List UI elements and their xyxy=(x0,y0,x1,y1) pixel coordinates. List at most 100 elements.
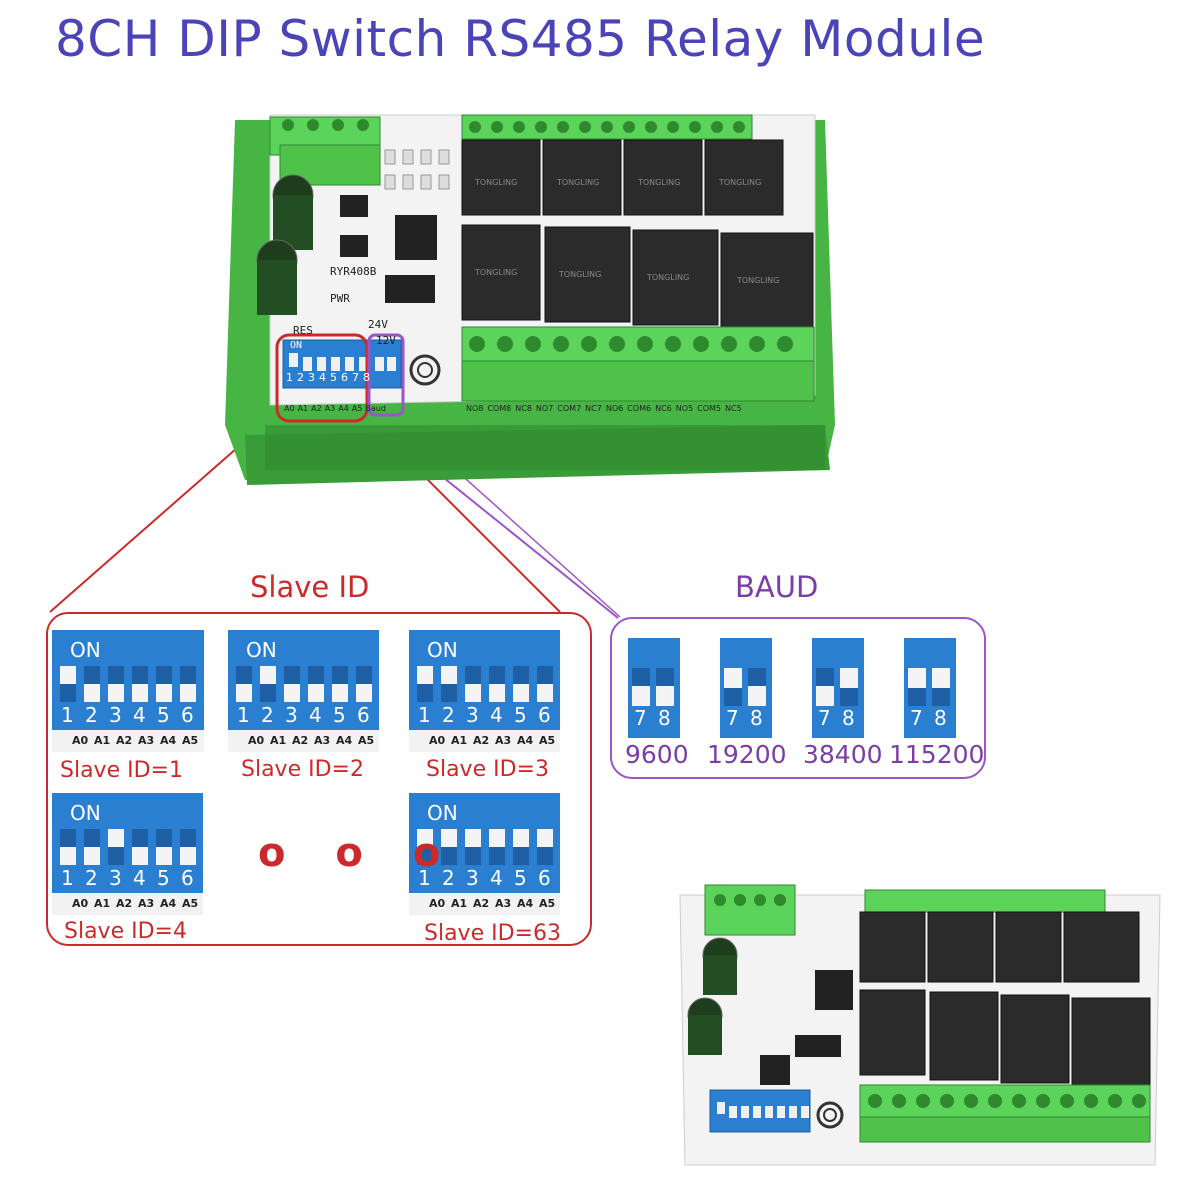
dip-number: 2 xyxy=(442,703,455,727)
dip-number: 6 xyxy=(357,703,370,727)
dip-addr-label: A0 xyxy=(72,897,89,910)
svg-text:TONGLING: TONGLING xyxy=(637,178,680,187)
svg-text:TONGLING: TONGLING xyxy=(474,178,517,187)
dip-toggle xyxy=(84,684,100,702)
dip-number: 3 xyxy=(109,866,122,890)
dip-addr-label: A2 xyxy=(473,897,490,910)
board-dip-num: 5 xyxy=(330,371,337,384)
baud-highlight xyxy=(367,333,405,417)
dip-number: 8 xyxy=(934,706,947,730)
dip-toggle xyxy=(908,668,926,688)
dip-addr-label: A4 xyxy=(517,897,534,910)
terminal-label: NC5 xyxy=(725,404,742,413)
terminal-label: NO6 xyxy=(605,404,624,413)
relay-board-top: TONGLING TONGLING TONGLING TONGLING TONGLIN… xyxy=(225,114,835,485)
dip-toggle xyxy=(441,829,457,847)
dip-addr-label: A2 xyxy=(292,734,309,747)
dip-toggle xyxy=(156,847,172,865)
dip-on-label: ON xyxy=(427,638,458,662)
dip-addr-label: A5 xyxy=(539,897,556,910)
dip-toggle xyxy=(156,684,172,702)
terminal-label: NO5 xyxy=(675,404,694,413)
dip-toggle xyxy=(840,668,858,688)
dip-number: 8 xyxy=(658,706,671,730)
dip-toggle xyxy=(236,684,252,702)
board-addr: A5 xyxy=(351,404,363,413)
dip-on-label: ON xyxy=(70,638,101,662)
dip-on-label: ON xyxy=(246,638,277,662)
dip-addr-label: A2 xyxy=(473,734,490,747)
board-addr: A0 xyxy=(284,404,295,413)
terminal-label: COM6 xyxy=(627,404,652,413)
dip-number: 4 xyxy=(490,866,503,890)
baud-caption: 19200 xyxy=(707,740,787,769)
dip-addr-label: A1 xyxy=(451,734,468,747)
dip-toggle xyxy=(932,668,950,688)
dip-toggle xyxy=(441,666,457,684)
dip-number: 7 xyxy=(726,706,739,730)
slave-id-caption: Slave ID=3 xyxy=(426,757,549,782)
terminal-label: NC6 xyxy=(655,404,672,413)
board-12v-label: 12V xyxy=(376,334,396,347)
dip-number: 5 xyxy=(157,866,170,890)
ellipsis: o o o xyxy=(258,830,459,876)
board-res-label: RES xyxy=(293,324,313,337)
dip-number: 5 xyxy=(333,703,346,727)
slave-id-caption: Slave ID=63 xyxy=(424,921,561,946)
dip-toggle xyxy=(108,829,124,847)
terminal-label: COM8 xyxy=(487,404,512,413)
dip-addr-label: A4 xyxy=(336,734,353,747)
dip-number: 4 xyxy=(490,703,503,727)
board-addr-labels: A0 A1 A2 A3 A4 A5 Baud xyxy=(284,404,386,413)
dip-addr-label: A5 xyxy=(358,734,375,747)
dip-toggle xyxy=(513,684,529,702)
board-dip-num: 8 xyxy=(363,371,370,384)
dip-toggle xyxy=(60,666,76,684)
dip-addr-label: A5 xyxy=(539,734,556,747)
dip-toggle xyxy=(108,684,124,702)
dip-addr-label: A0 xyxy=(72,734,89,747)
svg-text:TONGLING: TONGLING xyxy=(556,178,599,187)
slave-id-title: Slave ID xyxy=(250,570,370,604)
dip-toggle xyxy=(724,668,742,688)
dip-toggle xyxy=(513,829,529,847)
relay-board-bottom xyxy=(679,884,1161,1166)
dip-addr-label: A1 xyxy=(94,897,111,910)
dip-number: 7 xyxy=(818,706,831,730)
dip-toggle xyxy=(816,686,834,706)
dip-number: 6 xyxy=(181,866,194,890)
dip-number: 2 xyxy=(261,703,274,727)
dip-addr-label: A0 xyxy=(248,734,265,747)
board-dip-num: 1 xyxy=(286,371,293,384)
dip-addr-label: A1 xyxy=(270,734,287,747)
baud-caption: 38400 xyxy=(803,740,883,769)
dip-number: 6 xyxy=(181,703,194,727)
dip-addr-label: A0 xyxy=(429,897,446,910)
slave-id-caption: Slave ID=4 xyxy=(64,919,187,944)
dip-number: 1 xyxy=(61,703,74,727)
terminal-label: NC8 xyxy=(515,404,532,413)
svg-text:TONGLING: TONGLING xyxy=(736,276,779,285)
dip-number: 1 xyxy=(237,703,250,727)
svg-text:TONGLING: TONGLING xyxy=(558,270,601,279)
board-baud: Baud xyxy=(365,404,386,413)
baud-frame xyxy=(610,617,986,779)
board-addr: A4 xyxy=(338,404,349,413)
dip-toggle xyxy=(260,666,276,684)
page-title: 8CH DIP Switch RS485 Relay Module xyxy=(55,10,986,68)
dip-number: 4 xyxy=(133,866,146,890)
slave-id-highlight xyxy=(275,333,369,423)
dip-number: 3 xyxy=(109,703,122,727)
dip-addr-label: A2 xyxy=(116,734,133,747)
dip-toggle xyxy=(132,684,148,702)
board-model: RYR408B xyxy=(330,265,377,278)
svg-text:TONGLING: TONGLING xyxy=(474,268,517,277)
dip-toggle xyxy=(332,684,348,702)
dip-number: 4 xyxy=(133,703,146,727)
dip-number: 1 xyxy=(418,703,431,727)
dip-number: 4 xyxy=(309,703,322,727)
